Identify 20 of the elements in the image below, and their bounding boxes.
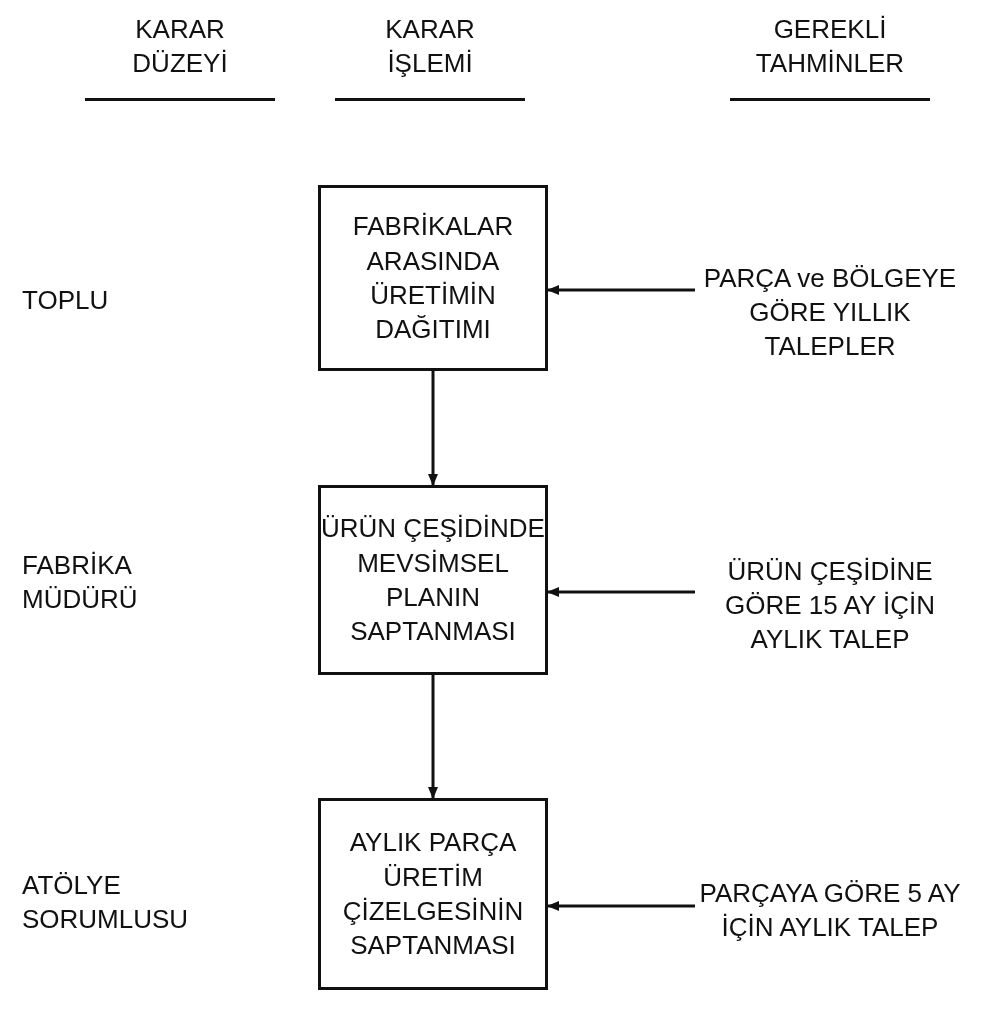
- process-box: [318, 185, 548, 371]
- row-label: TOPLU: [22, 284, 110, 317]
- box-text: FABRİKALAR ARASINDA ÜRETİMİN DAĞITIMI: [351, 210, 515, 347]
- box-text: PARÇAYA GÖRE 5 AY İÇİN AYLIK TALEP: [698, 876, 962, 944]
- row-label: FABRİKA MÜDÜRÜ: [22, 549, 139, 617]
- arrow: [547, 285, 695, 295]
- arrow: [547, 901, 695, 911]
- column-header: KARAR İŞLEMİ: [384, 13, 476, 81]
- box-text: AYLIK PARÇA ÜRETİM ÇİZELGESİNİN SAPTANMASI: [341, 826, 525, 963]
- box-text: PARÇA ve BÖLGEYE GÖRE YILLIK TALEPLER: [702, 261, 958, 364]
- row-label: ATÖLYE SORUMLUSU: [22, 869, 190, 937]
- process-box: [318, 798, 548, 990]
- box-text: ÜRÜN ÇEŞİDİNDE MEVSİMSEL PLANIN SAPTANMASI: [321, 512, 545, 649]
- box-text: ÜRÜN ÇEŞİDİNE GÖRE 15 AY İÇİN AYLIK TALEP: [724, 554, 936, 657]
- arrow: [547, 587, 695, 597]
- arrow: [428, 371, 438, 486]
- process-box: [318, 485, 548, 675]
- column-header: GEREKLİ TAHMİNLER: [754, 13, 906, 81]
- arrow: [428, 675, 438, 799]
- column-header: KARAR DÜZEYİ: [131, 13, 229, 81]
